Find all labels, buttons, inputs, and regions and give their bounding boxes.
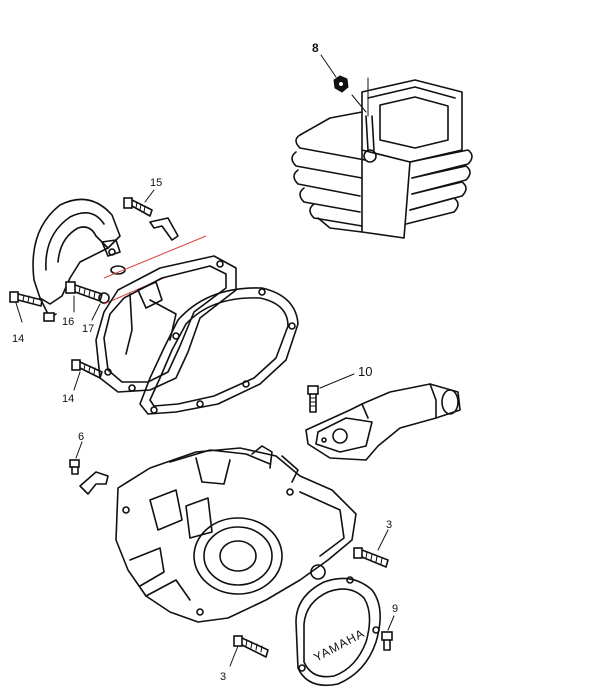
wire-bracket — [149, 217, 179, 241]
nut-8 — [320, 54, 349, 93]
cylinder-head — [291, 77, 473, 239]
reference-line-upper — [103, 235, 207, 279]
bolt-15 — [123, 189, 155, 217]
screw-6 — [69, 441, 83, 475]
callout-3-right: 3 — [386, 519, 392, 531]
screw-9 — [381, 615, 395, 651]
bolt-3-right — [353, 529, 389, 568]
bolt-14-lower — [71, 359, 103, 391]
bolt-3-bottom — [229, 635, 269, 667]
magneto-shroud — [32, 198, 121, 322]
o-ring-17 — [110, 265, 126, 275]
crankcase-gasket — [139, 287, 299, 415]
callout-17: 17 — [82, 323, 94, 335]
callout-10: 10 — [358, 364, 372, 379]
callout-15: 15 — [150, 177, 162, 189]
callout-16: 16 — [62, 316, 74, 328]
callout-3-bottom: 3 — [220, 671, 226, 683]
callout-6: 6 — [78, 431, 84, 443]
crankcase-cover — [95, 255, 237, 393]
intake-manifold — [305, 383, 461, 461]
bolt-14-upper — [9, 291, 43, 323]
magneto-cover-brand: YAMAHA — [311, 626, 367, 665]
magneto-cover: YAMAHA — [295, 576, 381, 687]
washer-17 — [98, 292, 110, 304]
crankcase — [115, 445, 357, 623]
shift-fork — [79, 471, 109, 495]
bolt-10 — [307, 373, 355, 413]
callout-14-upper: 14 — [12, 333, 24, 345]
callout-9: 9 — [392, 603, 398, 615]
bolt-16 — [65, 281, 103, 313]
callout-8: 8 — [312, 41, 319, 55]
callout-14-lower: 14 — [62, 393, 74, 405]
